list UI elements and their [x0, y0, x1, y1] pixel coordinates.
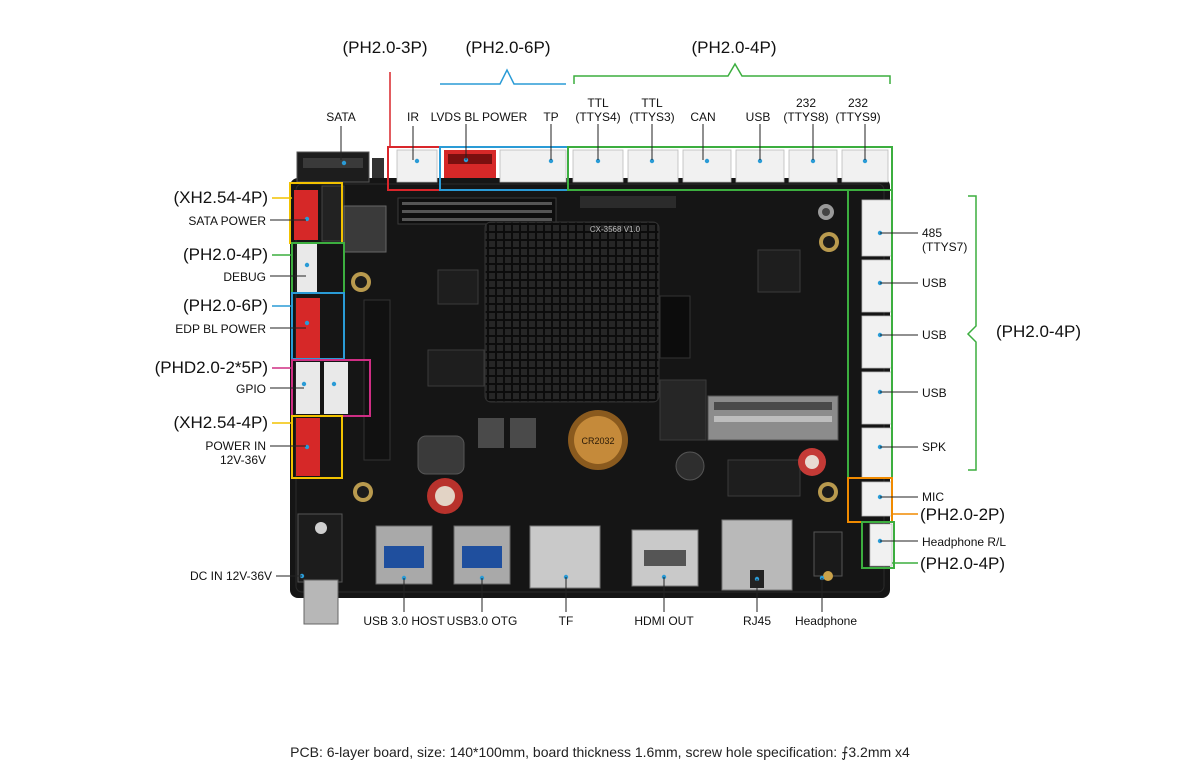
- headphone-rl-type-label: (PH2.0-4P): [920, 554, 1006, 573]
- board-model: CX-3568 V1.0: [590, 225, 641, 234]
- ttl3-label: TTL: [641, 96, 663, 110]
- ttys9-label: (TTYS9): [835, 110, 881, 124]
- usb-otg-label: USB3.0 OTG: [446, 614, 518, 628]
- usb-right-2-label: USB: [922, 328, 947, 342]
- headphone-label: Headphone: [794, 614, 858, 628]
- heatsink: [484, 221, 660, 403]
- ir-type-label: (PH2.0-3P): [342, 38, 428, 57]
- left-connectors: [294, 185, 348, 476]
- usb-right-1-label: USB: [922, 276, 947, 290]
- battery-text: CR2032: [581, 436, 614, 446]
- top-ph-highlight: [567, 146, 893, 191]
- usb-right-3-label: USB: [922, 386, 947, 400]
- headphone-rl-label: Headphone R/L: [922, 535, 1007, 549]
- wifi-module: [343, 205, 387, 253]
- lvds-tp-type-label: (PH2.0-6P): [465, 38, 551, 57]
- ttys3-label: (TTYS3): [629, 110, 675, 124]
- edp-label: EDP BL POWER: [175, 322, 266, 336]
- usb-top-label: USB: [745, 110, 771, 124]
- ttl4-label: TTL: [587, 96, 609, 110]
- debug-label: DEBUG: [223, 270, 266, 284]
- right-ph-type-label: (PH2.0-4P): [996, 322, 1082, 341]
- lvds-label: LVDS BL POWER: [430, 110, 528, 124]
- sata-power-type-label: (XH2.54-4P): [173, 188, 268, 207]
- footer-note: PCB: 6-layer board, size: 140*100mm, boa…: [290, 744, 910, 760]
- spk-label: SPK: [922, 440, 947, 454]
- right-connectors: [861, 199, 893, 567]
- ttys7-label: (TTYS7): [922, 240, 968, 254]
- tf-label: TF: [558, 614, 574, 628]
- ir-label: IR: [407, 110, 419, 124]
- rs485-label: 485: [922, 226, 943, 240]
- sata-label: SATA: [326, 110, 356, 124]
- mic-label: MIC: [922, 490, 944, 504]
- power-in-label: POWER IN: [205, 439, 266, 453]
- edp-type-label: (PH2.0-6P): [182, 296, 268, 315]
- headphone-rl-highlight: [861, 521, 895, 569]
- dc-in-label: DC IN 12V-36V: [189, 569, 272, 583]
- power-in-type-label: (XH2.54-4P): [173, 413, 268, 432]
- ttys8-label: (TTYS8): [783, 110, 829, 124]
- can-label: CAN: [690, 110, 716, 124]
- debug-type-label: (PH2.0-4P): [182, 245, 268, 264]
- rj45-label: RJ45: [742, 614, 771, 628]
- sata-power-label: SATA POWER: [188, 214, 266, 228]
- gpio-type-label: (PHD2.0-2*5P): [154, 358, 268, 377]
- gpio-label: GPIO: [235, 382, 266, 396]
- top-ph-type-label: (PH2.0-4P): [691, 38, 777, 57]
- bottom-ports: [297, 513, 843, 625]
- tp-label: TP: [543, 110, 559, 124]
- usb-host-label: USB 3.0 HOST: [363, 614, 445, 628]
- rs232-9-label: 232: [847, 96, 869, 110]
- mic-type-label: (PH2.0-2P): [920, 505, 1006, 524]
- power-in-voltage-label: 12V-36V: [219, 453, 266, 467]
- power-in-highlight: [291, 415, 343, 479]
- screw-holes: [351, 204, 839, 502]
- rs232-8-label: 232: [795, 96, 817, 110]
- chip: [437, 269, 479, 305]
- ttys4-label: (TTYS4): [575, 110, 621, 124]
- hdmi-label: HDMI OUT: [634, 614, 694, 628]
